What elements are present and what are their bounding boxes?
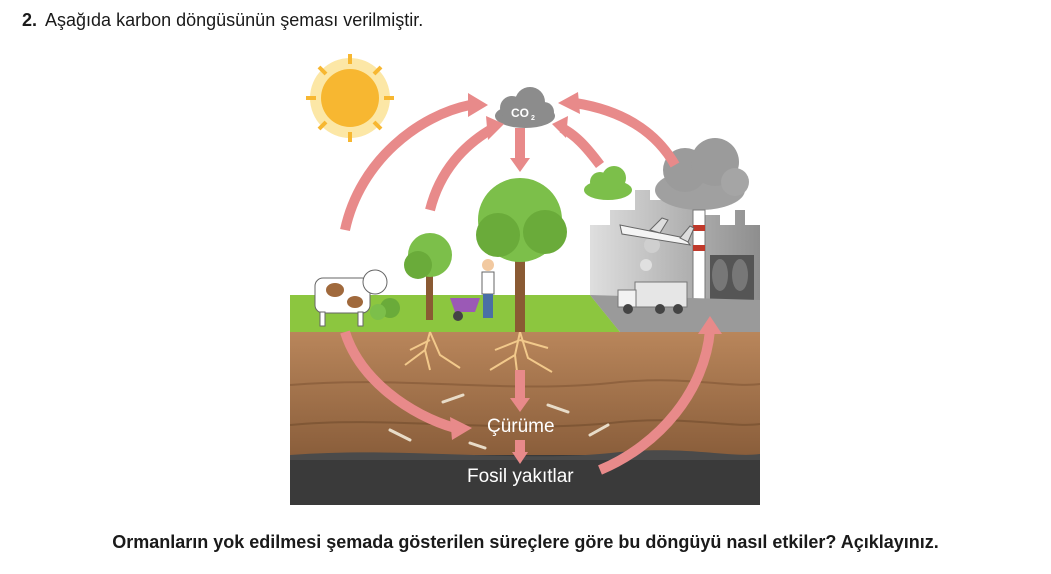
truck-icon bbox=[617, 281, 688, 314]
farmer-icon bbox=[481, 259, 495, 318]
bones bbox=[388, 393, 610, 450]
arrow-tree-to-co2 bbox=[425, 125, 493, 212]
small-tree-icon bbox=[404, 233, 452, 320]
diagram-illustration: CO 2 bbox=[289, 54, 761, 505]
arrow-cloud-to-co2 bbox=[559, 123, 604, 169]
fossil-layer bbox=[290, 455, 760, 505]
arrow-fossil-to-factory bbox=[598, 329, 715, 475]
sun-icon bbox=[306, 54, 394, 142]
wheelbarrow-icon bbox=[450, 298, 480, 321]
question-prompt: Ormanların yok edilmesi şemada gösterile… bbox=[112, 532, 939, 552]
co2-label: CO bbox=[511, 106, 529, 120]
smoke-cloud-icon bbox=[655, 138, 749, 210]
arrow-cow-to-co2 bbox=[340, 100, 472, 232]
question-intro: Aşağıda karbon döngüsünün şeması verilmi… bbox=[45, 10, 424, 30]
cycle-arrows bbox=[340, 98, 715, 475]
question-number: 2. bbox=[22, 10, 38, 30]
fossil-fuels-label: Fosil yakıtlar bbox=[467, 466, 574, 487]
arrow-heads bbox=[450, 92, 722, 464]
decay-label: Çürüme bbox=[487, 416, 555, 437]
arrow-factory-to-co2 bbox=[574, 98, 680, 168]
cow-icon bbox=[314, 269, 388, 327]
carbon-cycle-diagram: CO 2 bbox=[289, 50, 761, 505]
small-cloud-icon bbox=[584, 166, 632, 200]
bush-icon bbox=[370, 298, 400, 320]
factory-icon bbox=[640, 209, 754, 301]
co2-subscript: 2 bbox=[531, 115, 535, 122]
arrow-cow-to-decay bbox=[340, 330, 457, 433]
airplane-icon bbox=[619, 217, 695, 246]
big-tree-icon bbox=[476, 178, 567, 332]
co2-cloud-icon: CO 2 bbox=[495, 87, 555, 128]
question-header: 2. Aşağıda karbon döngüsünün şeması veril… bbox=[22, 10, 423, 31]
